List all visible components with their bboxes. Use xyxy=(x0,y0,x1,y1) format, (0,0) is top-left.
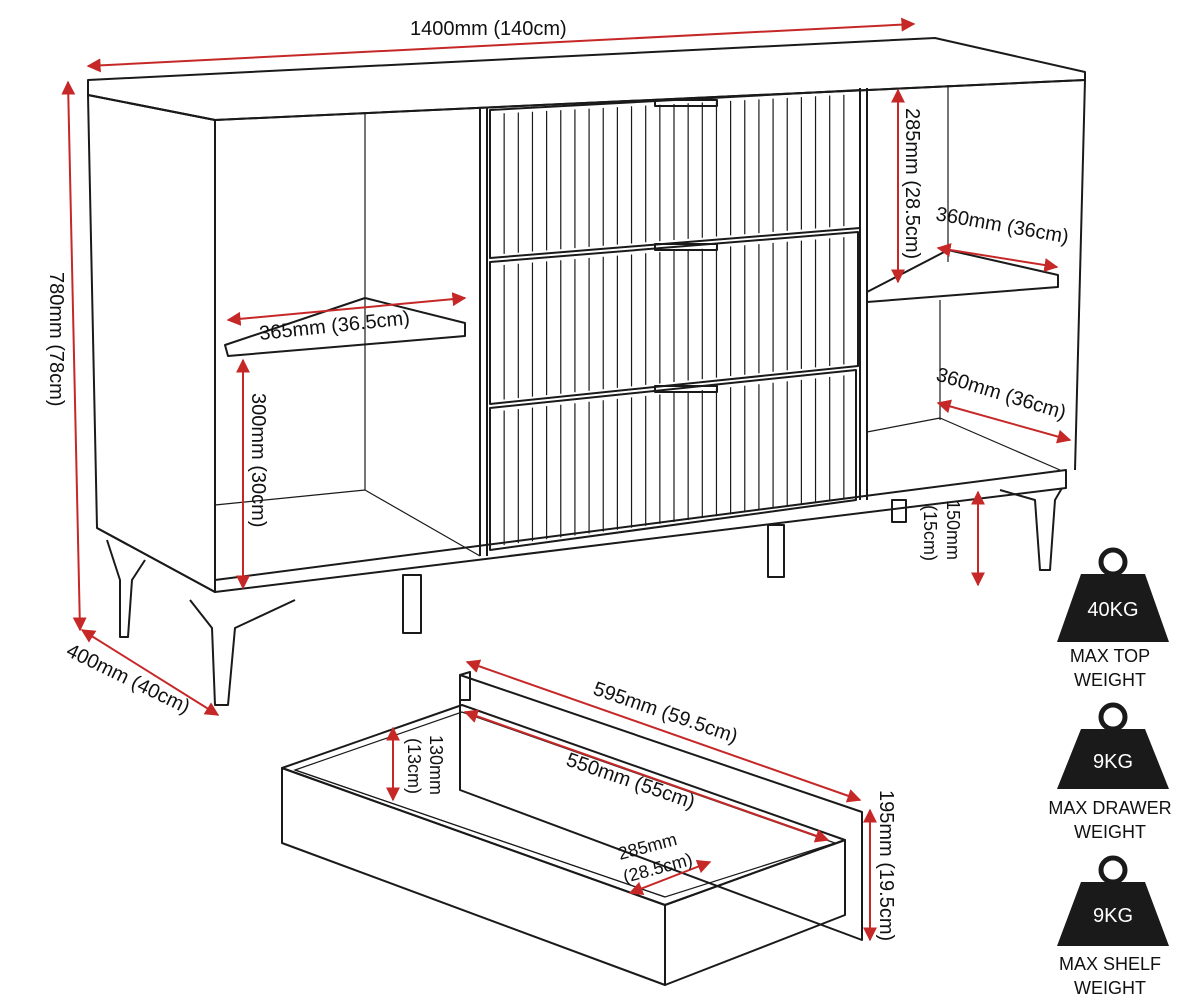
dim-arrow-height xyxy=(61,80,87,632)
weight-label-line2: WEIGHT xyxy=(1074,822,1146,842)
weight-label-line1: MAX SHELF xyxy=(1059,954,1161,974)
dim-drawer-inner-height-cm-label: (13cm) xyxy=(404,738,424,794)
weight-value: 9KG xyxy=(1093,905,1133,927)
dim-arrow-right-top-shelf xyxy=(936,243,1059,272)
dim-drawer-inner-height-mm-label: 130mm xyxy=(426,735,446,795)
dim-depth-label: 400mm (40cm) xyxy=(63,640,194,719)
dimension-lines xyxy=(61,17,1072,942)
weight-icon: 40KG xyxy=(1057,547,1169,642)
weight-icon: 9KG xyxy=(1057,702,1169,789)
dim-arrow-width xyxy=(86,17,916,73)
weight-value: 9KG xyxy=(1093,751,1133,773)
dim-drawer-height-label: 285mm (28.5cm) xyxy=(901,108,923,259)
drawer-handle xyxy=(654,385,718,393)
dim-leg-height-mm-label: 150mm xyxy=(943,500,963,560)
dim-right-bottom-shelf-label: 360mm (36cm) xyxy=(934,364,1069,424)
dim-arrow-drawer-depth xyxy=(628,860,712,895)
dim-arrow-drawer-inner xyxy=(463,709,830,843)
weight-icon: 9KG xyxy=(1057,855,1169,946)
dim-left-shelf-label: 365mm (36.5cm) xyxy=(258,307,411,345)
drawer-fronts xyxy=(489,89,861,551)
sideboard-illustration xyxy=(87,37,1086,706)
drawer-handle xyxy=(654,99,718,107)
dim-arrow-left-shelf xyxy=(226,292,467,326)
right-shelf xyxy=(866,249,1059,303)
top-surface xyxy=(87,37,1086,121)
dim-right-top-shelf-label: 360mm (36cm) xyxy=(934,203,1070,248)
dim-drawer-front-height-label: 195mm (19.5cm) xyxy=(875,790,897,941)
dim-left-height-label: 300mm (30cm) xyxy=(247,393,269,527)
weight-label-line2: WEIGHT xyxy=(1074,978,1146,998)
dim-height-label: 780mm (78cm) xyxy=(45,272,67,406)
drawer-handle xyxy=(654,243,718,251)
dim-leg-height-cm-label: (15cm) xyxy=(920,505,940,561)
drawer-illustration xyxy=(281,671,863,986)
weight-label-line2: WEIGHT xyxy=(1074,670,1146,690)
left-side-panel xyxy=(87,94,216,593)
dim-arrow-drawer-front xyxy=(465,659,862,803)
weight-label-line1: MAX DRAWER xyxy=(1048,798,1171,818)
weight-label-line1: MAX TOP xyxy=(1070,646,1150,666)
weight-panel: 40KG MAX TOP WEIGHT 9KG MAX DRAWER WEIGH… xyxy=(1048,547,1172,998)
weight-value: 40KG xyxy=(1087,599,1138,621)
dimension-labels: 1400mm (140cm) 780mm (78cm) 400mm (40cm)… xyxy=(45,18,1070,941)
dim-arrow-depth xyxy=(80,629,220,716)
dim-arrow-right-bottom-shelf xyxy=(936,399,1072,444)
dim-width-label: 1400mm (140cm) xyxy=(410,18,567,40)
